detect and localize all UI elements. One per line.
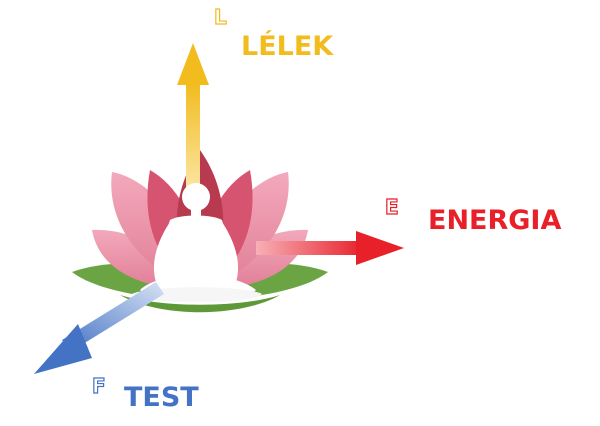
arrow-test	[34, 282, 164, 374]
axis-letter-e: E	[385, 195, 399, 219]
axis-letter-l: L	[214, 5, 227, 29]
arrow-energia	[256, 231, 404, 265]
axis-label-test: TEST	[124, 382, 199, 413]
axis-label-energia: ENERGIA	[428, 205, 561, 236]
axis-letter-f: F	[92, 374, 106, 398]
axis-label-lelek: LÉLEK	[241, 30, 334, 62]
lotus-leaf-center	[120, 295, 280, 313]
arrow-lelek	[177, 43, 209, 194]
meditating-figure	[132, 183, 262, 303]
